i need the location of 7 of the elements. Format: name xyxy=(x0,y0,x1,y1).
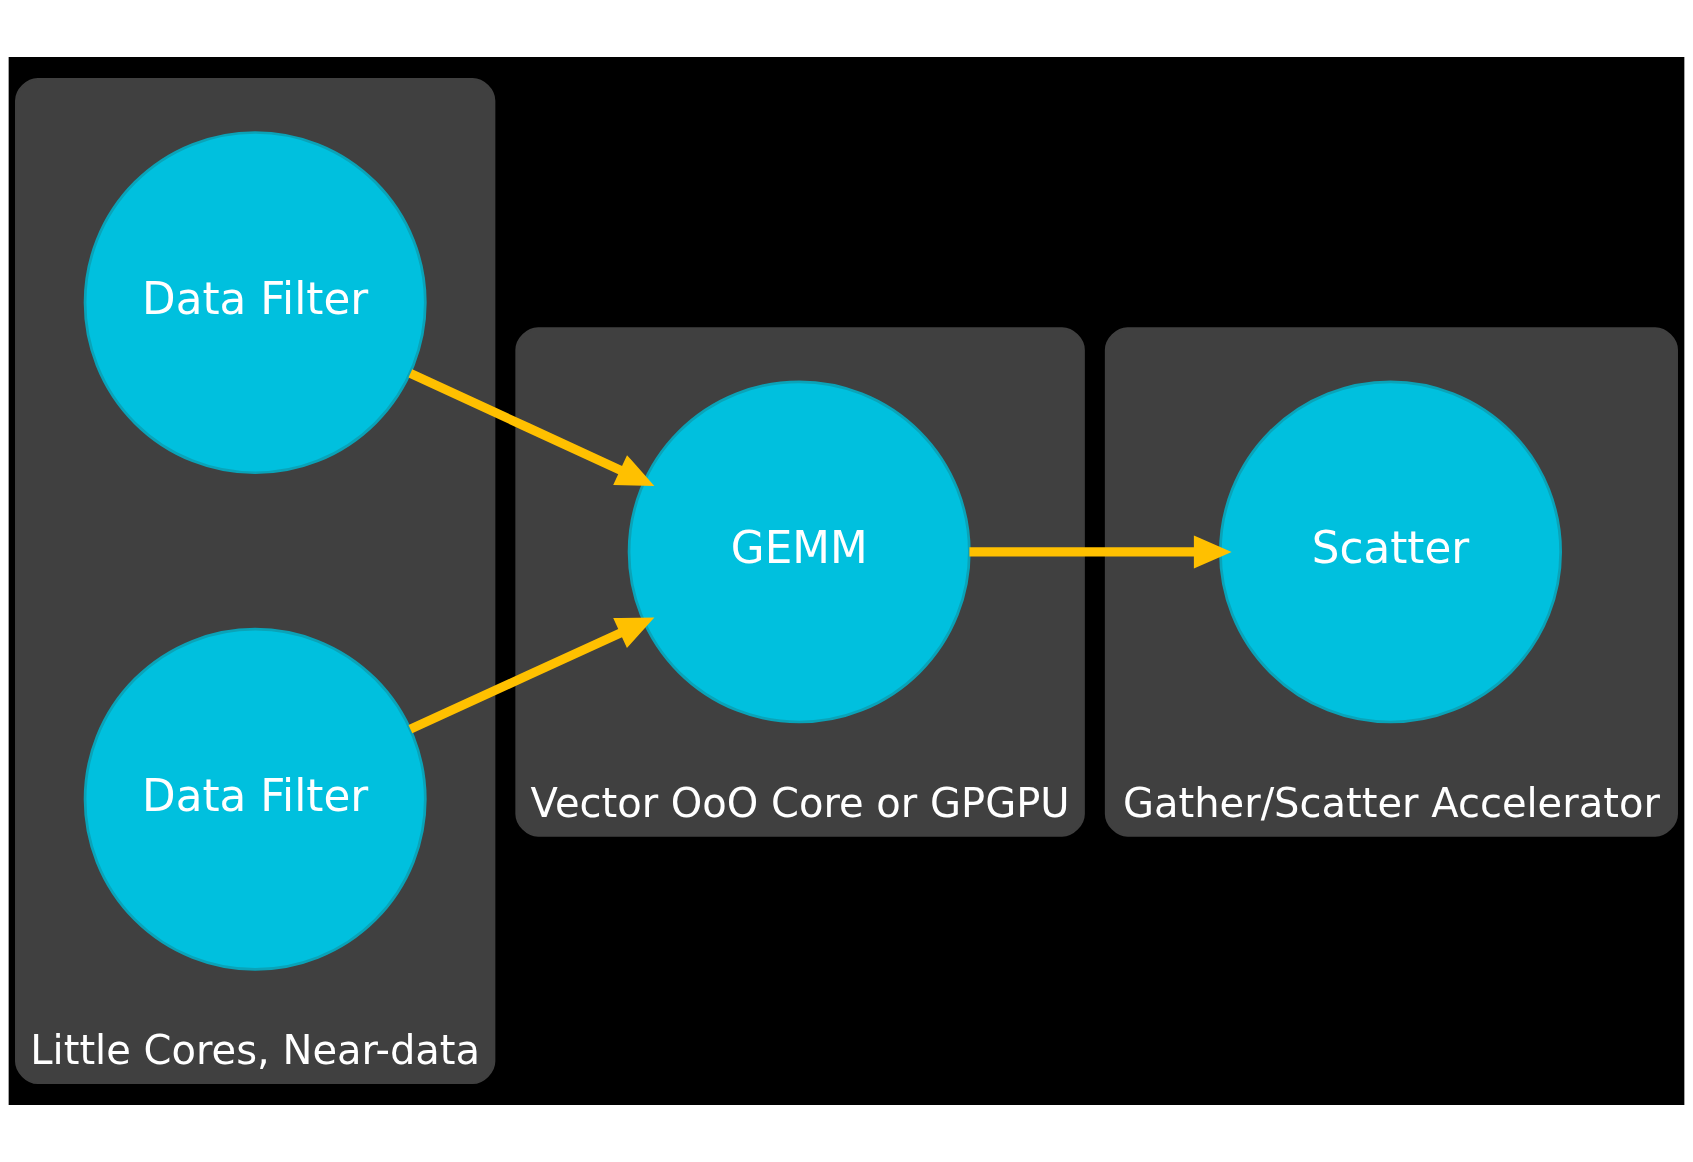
node-circle: GEMM xyxy=(627,380,971,724)
node-circle: Data Filter xyxy=(83,627,427,971)
node-circle: Data Filter xyxy=(83,131,427,475)
arrow xyxy=(408,617,655,734)
node-circle: Scatter xyxy=(1219,380,1562,724)
arrow xyxy=(408,369,655,486)
arrow xyxy=(969,535,1232,569)
